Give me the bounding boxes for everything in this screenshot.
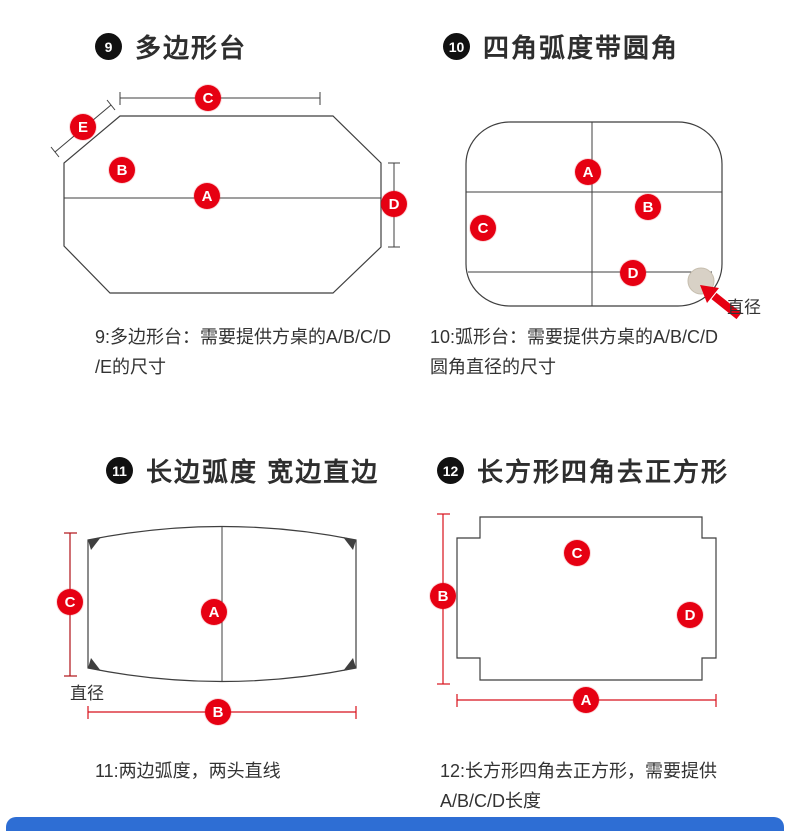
panel10-rounded-shape — [465, 121, 723, 307]
panel11-corner-marks — [88, 537, 356, 671]
footer-bar — [6, 817, 784, 831]
panel11-caption: 11:两边弧度，两头直线 — [95, 756, 281, 786]
panel11-header: 11 长边弧度 宽边直边 — [106, 452, 379, 489]
panel10-title: 四角弧度带圆角 — [483, 33, 680, 63]
panel10-caption-line1: 10:弧形台：需要提供方桌的A/B/C/D — [430, 327, 719, 347]
panel9-header: 9 多边形台 — [95, 28, 247, 65]
panel9-label-e: E — [70, 114, 96, 140]
panel11-label-c: C — [57, 589, 83, 615]
panel10-diameter-arrow-icon — [700, 285, 742, 320]
panel10-label-b: B — [635, 194, 661, 220]
panel10-label-d: D — [620, 260, 646, 286]
panel9-label-a: A — [194, 183, 220, 209]
panel9-label-b: B — [109, 157, 135, 183]
panel11-label-a: A — [201, 599, 227, 625]
panel12-number-badge: 12 — [437, 457, 464, 484]
panel11-number-badge: 11 — [106, 457, 133, 484]
panel9-caption-line1: 9:多边形台：需要提供方桌的A/B/C/D — [95, 327, 392, 347]
panel9-title: 多边形台 — [135, 33, 248, 63]
panel11-diameter-label: 直径 — [70, 684, 104, 703]
panel12-notched-shape — [456, 516, 717, 681]
panel10-label-a: A — [575, 159, 601, 185]
panel9-caption: 9:多边形台：需要提供方桌的A/B/C/D /E的尺寸 — [95, 322, 391, 382]
panel9-number-badge: 9 — [95, 33, 122, 60]
panel11-caption-line1: 11:两边弧度，两头直线 — [95, 761, 281, 781]
panel11-title: 长边弧度 宽边直边 — [146, 457, 380, 487]
panel12-caption-line1: 12:长方形四角去正方形，需要提供 — [440, 761, 718, 781]
panel12-header: 12 长方形四角去正方形 — [437, 452, 729, 489]
panel12-title: 长方形四角去正方形 — [477, 457, 730, 487]
panel9-label-d: D — [381, 191, 407, 217]
panel10-number-badge: 10 — [443, 33, 470, 60]
panel9-diagram — [50, 92, 400, 294]
panel9-label-c: C — [195, 85, 221, 111]
panel10-caption: 10:弧形台：需要提供方桌的A/B/C/D 圆角直径的尺寸 — [430, 322, 718, 382]
panel10-diagram — [465, 121, 742, 320]
panel12-label-a: A — [573, 687, 599, 713]
panel11-label-b: B — [205, 699, 231, 725]
panel10-label-c: C — [470, 215, 496, 241]
panel10-diameter-label: 直径 — [727, 298, 761, 317]
panel10-header: 10 四角弧度带圆角 — [443, 28, 679, 65]
panel12-label-c: C — [564, 540, 590, 566]
panel12-caption-line2: A/B/C/D长度 — [440, 791, 542, 811]
panel9-octagon-shape — [63, 115, 382, 294]
panel9-caption-line2: /E的尺寸 — [95, 357, 167, 377]
panel12-label-b: B — [430, 583, 456, 609]
panel12-label-d: D — [677, 602, 703, 628]
panel10-caption-line2: 圆角直径的尺寸 — [430, 357, 556, 377]
panel12-caption: 12:长方形四角去正方形，需要提供 A/B/C/D长度 — [440, 756, 717, 816]
